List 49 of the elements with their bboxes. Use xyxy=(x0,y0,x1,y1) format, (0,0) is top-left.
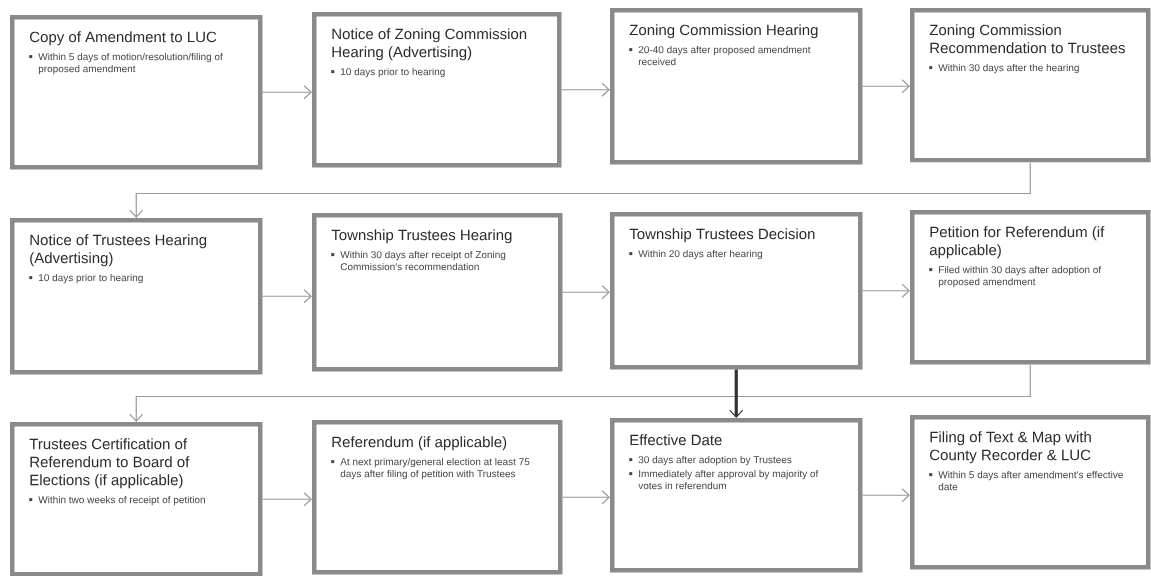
bullet-text: At next primary/general election at least 75 days after filing of petition with Trustees xyxy=(340,457,530,480)
arrow xyxy=(561,285,610,300)
arrow xyxy=(261,492,312,507)
arrow xyxy=(129,363,1031,422)
bullet-text: Within 30 days after receipt of Zoning Commission's recommendation xyxy=(340,250,506,271)
arrow xyxy=(861,283,910,298)
box-heading: Trustees Certification of Referendum to Board of Elections (if applicable) xyxy=(29,438,190,489)
bullet-text: 10 days prior to hearing xyxy=(39,273,143,284)
box-heading: Zoning Commission Hearing xyxy=(629,24,818,39)
process-box xyxy=(910,210,1151,365)
process-box xyxy=(312,213,563,372)
process-box xyxy=(312,12,562,168)
box-heading: Filing of Text & Map with County Recorder & LUC xyxy=(930,431,1091,464)
arrow xyxy=(861,488,910,503)
bullet-text: 10 days prior to hearing xyxy=(341,67,445,78)
arrow xyxy=(129,161,1031,218)
bullet-text: Within 5 days after amendment's effective date xyxy=(938,470,1123,491)
bullet-text: Within two weeks of receipt of petition xyxy=(38,495,205,506)
arrow xyxy=(261,289,312,304)
arrow xyxy=(561,490,610,505)
process-box xyxy=(10,422,263,576)
bullet-text: 30 days after adoption by Trustees xyxy=(638,455,792,466)
arrow xyxy=(560,82,610,97)
box-heading: Petition for Referendum (if applicable) xyxy=(929,226,1105,259)
process-box xyxy=(10,15,263,170)
box-heading: Copy of Amendment to LUC xyxy=(30,31,217,46)
process-box xyxy=(910,415,1151,570)
process-box xyxy=(910,8,1151,163)
process-box xyxy=(610,212,863,370)
arrow xyxy=(729,369,744,418)
bullet-text: Within 30 days after the hearing xyxy=(938,63,1079,74)
box-heading: Notice of Zoning Commission Hearing (Advertising) xyxy=(332,28,527,61)
bullet-text: Within 5 days of motion/resolution/filing of proposed amendment xyxy=(38,52,223,75)
box-heading: Township Trustees Decision xyxy=(629,228,815,243)
box-heading: Referendum (if applicable) xyxy=(332,436,507,451)
box-heading: Notice of Trustees Hearing (Advertising) xyxy=(30,234,207,267)
process-box xyxy=(610,418,863,573)
box-heading: Zoning Commission Recommendation to Trustees xyxy=(929,24,1125,54)
box-heading: Effective Date xyxy=(630,434,722,446)
bullet-text: 20-40 days after proposed amendment received xyxy=(638,45,811,66)
arrow xyxy=(861,79,910,94)
process-box xyxy=(610,8,863,165)
arrow xyxy=(261,85,312,100)
box-heading: Township Trustees Hearing xyxy=(331,229,512,244)
process-box xyxy=(312,420,563,575)
process-box xyxy=(10,218,263,375)
bullet-text: Filed within 30 days after adoption of proposed amendment xyxy=(938,265,1102,288)
bullet-text: Within 20 days after hearing xyxy=(638,249,763,260)
bullet-text: Immediately after approval by majority of votes in referendum xyxy=(638,469,819,490)
